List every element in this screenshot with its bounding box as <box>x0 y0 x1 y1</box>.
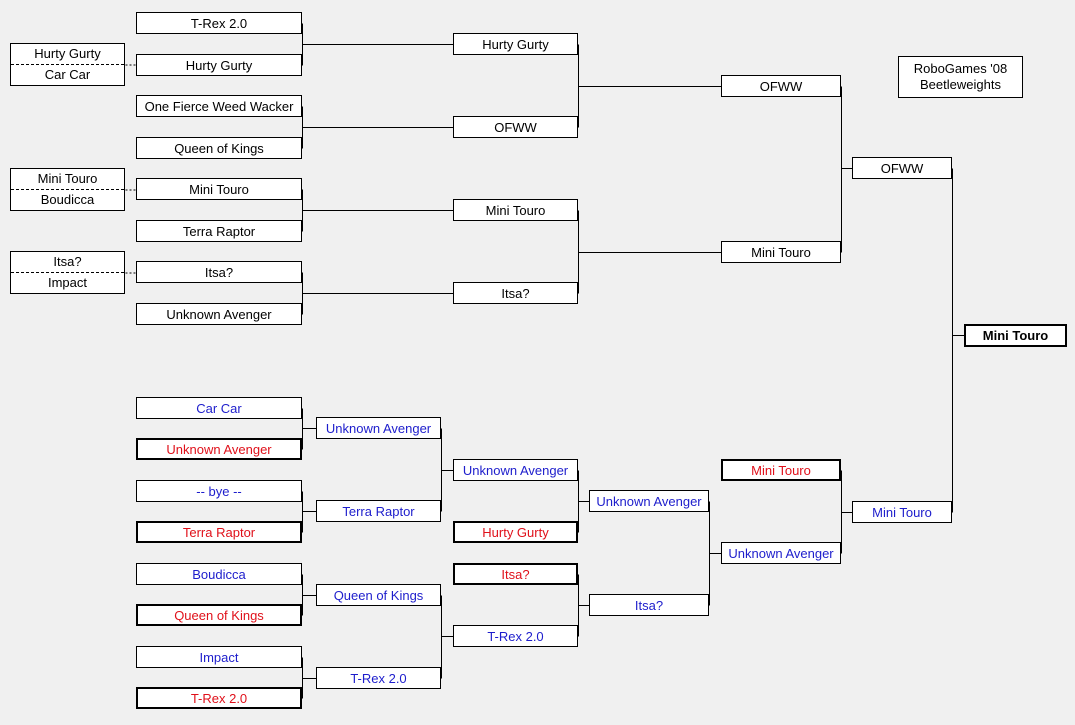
winners-r2-slot: Hurty Gurty <box>453 33 578 55</box>
qualifier-winner: Itsa? <box>11 252 124 273</box>
event-title: RoboGames '08 <box>913 61 1008 76</box>
losers-r1-slot: Car Car <box>136 397 302 419</box>
losers-r1-dropped-slot: Queen of Kings <box>136 604 302 626</box>
qualifier-pair: Hurty Gurty Car Car <box>10 43 125 86</box>
losers-r2-slot: T-Rex 2.0 <box>316 667 441 689</box>
winners-r2-slot: OFWW <box>453 116 578 138</box>
qualifier-loser: Impact <box>47 275 87 291</box>
losers-r5-dropped-slot: Mini Touro <box>721 459 841 481</box>
losers-r1-dropped-slot: Unknown Avenger <box>136 438 302 460</box>
losers-r2-slot: Terra Raptor <box>316 500 441 522</box>
winners-r1-slot: T-Rex 2.0 <box>136 12 302 34</box>
losers-r5-slot: Unknown Avenger <box>721 542 841 564</box>
losers-r2-slot: Unknown Avenger <box>316 417 441 439</box>
winners-r1-slot: Queen of Kings <box>136 137 302 159</box>
winners-r1-slot: One Fierce Weed Wacker <box>136 95 302 117</box>
losers-r1-slot: Impact <box>136 646 302 668</box>
event-weight-class: Beetleweights <box>920 77 1001 92</box>
losers-r1-dropped-slot: Terra Raptor <box>136 521 302 543</box>
losers-r1-dropped-slot: T-Rex 2.0 <box>136 687 302 709</box>
losers-r3-slot: T-Rex 2.0 <box>453 625 578 647</box>
winners-final-slot: OFWW <box>852 157 952 179</box>
winners-r3-slot: Mini Touro <box>721 241 841 263</box>
losers-r2-slot: Queen of Kings <box>316 584 441 606</box>
winners-r1-slot: Itsa? <box>136 261 302 283</box>
losers-r1-slot: -- bye -- <box>136 480 302 502</box>
losers-r4-slot: Unknown Avenger <box>589 490 709 512</box>
losers-final-slot: Mini Touro <box>852 501 952 523</box>
winners-r1-slot: Terra Raptor <box>136 220 302 242</box>
qualifier-pair: Mini Touro Boudicca <box>10 168 125 211</box>
losers-r1-slot: Boudicca <box>136 563 302 585</box>
winners-r3-slot: OFWW <box>721 75 841 97</box>
losers-r3-dropped-slot: Hurty Gurty <box>453 521 578 543</box>
winners-r1-slot: Unknown Avenger <box>136 303 302 325</box>
winners-r2-slot: Itsa? <box>453 282 578 304</box>
losers-r3-dropped-slot: Itsa? <box>453 563 578 585</box>
qualifier-winner: Hurty Gurty <box>11 44 124 65</box>
qualifier-winner: Mini Touro <box>11 169 124 190</box>
champion-slot: Mini Touro <box>964 324 1067 347</box>
losers-r4-slot: Itsa? <box>589 594 709 616</box>
winners-r1-slot: Mini Touro <box>136 178 302 200</box>
qualifier-pair: Itsa? Impact <box>10 251 125 294</box>
winners-r1-slot: Hurty Gurty <box>136 54 302 76</box>
qualifier-loser: Boudicca <box>40 192 95 208</box>
losers-r3-slot: Unknown Avenger <box>453 459 578 481</box>
winners-r2-slot: Mini Touro <box>453 199 578 221</box>
event-title-box: RoboGames '08 Beetleweights <box>898 56 1023 98</box>
qualifier-loser: Car Car <box>44 67 91 83</box>
